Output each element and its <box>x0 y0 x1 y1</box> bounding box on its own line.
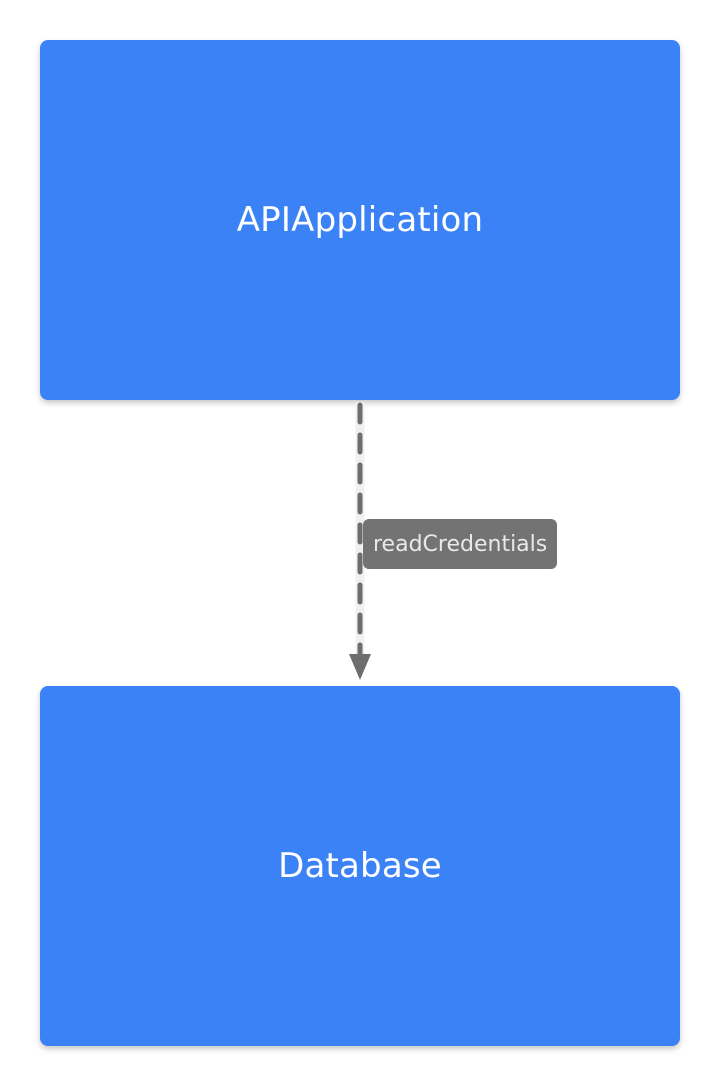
node-label: APIApplication <box>236 200 484 240</box>
node-database[interactable]: Database <box>40 686 680 1046</box>
edge-label-text: readCredentials <box>373 531 548 557</box>
node-label: Database <box>278 846 442 886</box>
edge-label: readCredentials <box>363 519 558 569</box>
arrowhead-icon <box>349 654 371 680</box>
node-apiapplication[interactable]: APIApplication <box>40 40 680 400</box>
